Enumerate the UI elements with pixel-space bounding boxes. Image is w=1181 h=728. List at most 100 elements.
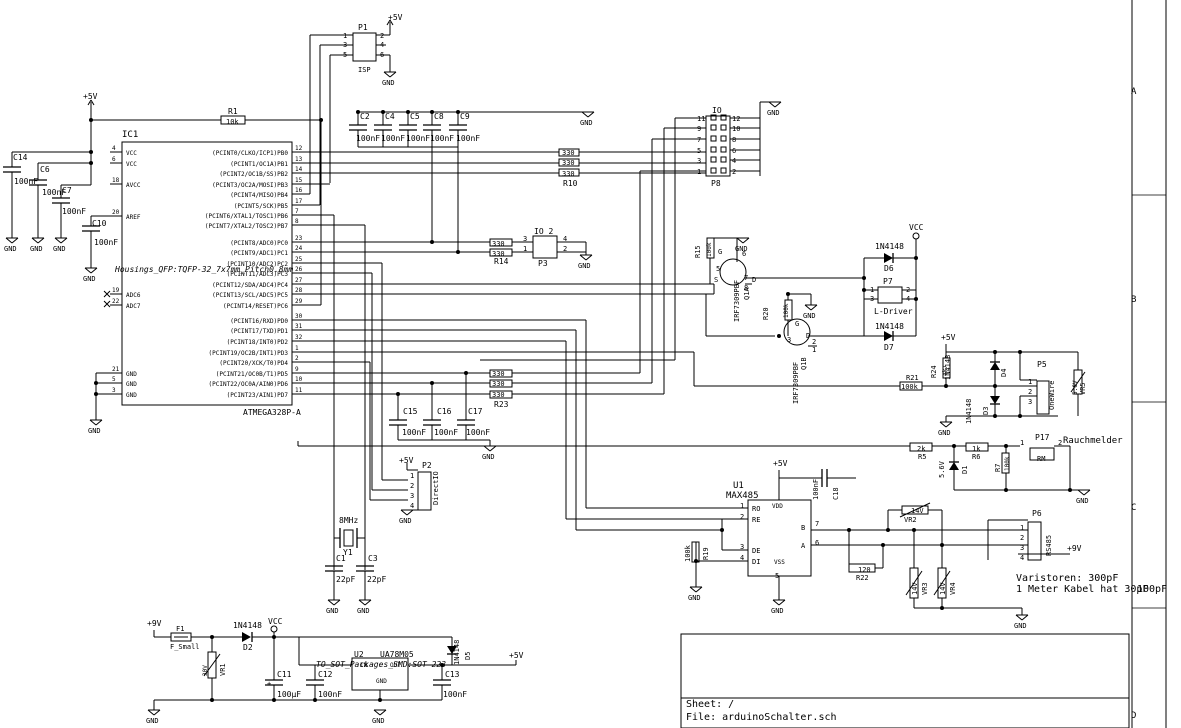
ic1-pin-num: 25 [295,256,303,263]
c17-value: 100nF [466,428,490,437]
svg-text:2: 2 [812,338,816,346]
c16-value: 100nF [434,428,458,437]
gnd-label: GND [53,245,66,253]
ic1-pin-num: 1 [295,345,299,352]
svg-text:OUT: OUT [390,662,401,669]
frame-row-a: A [1131,87,1137,97]
d4-ref: D4 [1000,369,1008,377]
ic1-pin-num: 8 [295,218,299,225]
svg-text:3: 3 [410,492,414,500]
ic1-pin-num: 3 [112,387,116,394]
nc-marks [103,290,111,308]
r14-p3-net: 330 330 R14 IO_2 P3 31 42 [292,227,587,268]
ic1-pin-num: 13 [295,156,303,163]
directio-label: DirectIO [432,471,440,505]
u2-footprint: TO_SOT_Packages_SMD:SOT-223 [316,660,446,669]
p5v-label-regulator: +5V [509,651,524,660]
ic1-pin-name: VCC [126,150,137,157]
p5-ref: P5 [1037,360,1047,369]
svg-text:RO: RO [752,505,760,513]
vr5-value: 5.6V [1072,380,1079,395]
q1a-ref: Q1A [743,287,751,300]
p5v-label-u1: +5V [773,459,788,468]
ic1-pin-num: 15 [295,177,303,184]
u1-value: MAX485 [726,491,759,501]
q1a-part: IRF7309PBF [733,280,741,322]
svg-text:1: 1 [812,346,816,354]
pc-nets [292,147,714,570]
io2-label: IO_2 [534,227,553,236]
d3-value: 1N4148 [965,399,973,424]
svg-text:G: G [718,248,722,256]
r19-value: 100k [684,544,692,562]
d6-ref: D6 [884,264,894,273]
gnd-label: GND [1076,497,1089,505]
svg-text:1: 1 [1020,524,1024,532]
frame-row-b: B [1131,295,1136,305]
c15-value: 100nF [402,428,426,437]
ic1-pin-num: 32 [295,334,303,341]
p8-pin-right: 8 [732,136,736,144]
svg-text:2: 2 [1058,439,1062,447]
svg-text:1: 1 [740,502,744,510]
gnd-label: GND [326,607,339,615]
isp-label: ISP [358,66,371,74]
r22-ref: R22 [856,574,869,582]
rauchmelder-section: R5 2k R6 1k 5.6V D1 R7 100k P17 Rauchmel… [297,433,1123,492]
svg-text:1: 1 [523,245,527,253]
cap-value-c2: 100nF [356,134,380,143]
svg-text:DE: DE [752,547,760,555]
svg-text:S: S [714,276,718,284]
ic1-pin-num: 2 [295,355,299,362]
d5-ref: D5 [464,652,472,660]
ic1-pin-name: (PCINT8/ADC0)PC0 [230,240,288,247]
rauchmelder-label: Rauchmelder [1063,436,1123,446]
svg-text:B: B [801,524,805,532]
ic1-pin-name: (PCINT17/TXD)PD1 [230,328,288,335]
ic1-pin-name: (PCINT10/ADC2)PC2 [227,261,289,268]
r20-ref: R20 [762,307,770,320]
ic1-pin-num: 12 [295,145,303,152]
cap-ref-c9: C9 [460,112,470,121]
r23-ref: R23 [494,400,509,409]
r23-value-2: 330 [492,380,505,388]
gnd-label: GND [88,427,101,435]
r1-ref: R1 [228,107,238,116]
svg-text:2: 2 [380,32,384,40]
ic1-pin-num: 21 [112,366,120,373]
d6-value: 1N4148 [875,242,904,251]
svg-text:RE: RE [752,516,760,524]
c10-value: 100nF [94,238,118,247]
ic1-power-net: +5V R1 10k [12,92,323,186]
ic1-pin-num: 11 [295,387,303,394]
gnd-label: GND [580,119,593,127]
title-block: Sheet: / File: arduinoSchalter.sch [680,633,1130,728]
pd-nets: 330 330 330 R23 [292,117,900,562]
p8-pin-right: 2 [732,168,736,176]
ic1-footprint: Housings_QFP:TQFP-32_7x7mm_Pitch0.8mm [114,265,293,274]
c7-ref: C7 [62,186,72,195]
ic1-pin-num: 22 [112,298,120,305]
u2-value: UA78M05 [380,650,414,659]
vr4-ref: VR4 [949,582,957,595]
gnd-label: GND [803,312,816,320]
ic1-pin-name: GND [126,392,137,399]
svg-text:5: 5 [775,572,779,580]
ic1-pin-num: 27 [295,277,303,284]
r14-value-1: 330 [492,240,505,248]
cap-value-c5: 100nF [406,134,430,143]
ic1-pin-name: (PCINT18/INT0)PD2 [227,339,289,346]
svg-text:3: 3 [1020,544,1024,552]
d7-value: 1N4148 [875,322,904,331]
vcc-label-pwr: VCC [268,617,283,626]
c7-value: 100nF [62,207,86,216]
ic1-pin-name: (PCINT11/ADC3)PC3 [227,271,289,278]
c10-ref: C10 [92,219,107,228]
y1-crystal: 8MHz Y1 C1 C3 22pF 22pF [325,516,386,600]
c16-ref: C16 [437,407,452,416]
ic1-pin-num: 24 [295,245,303,252]
d4-value: 1N4148 [944,355,952,380]
